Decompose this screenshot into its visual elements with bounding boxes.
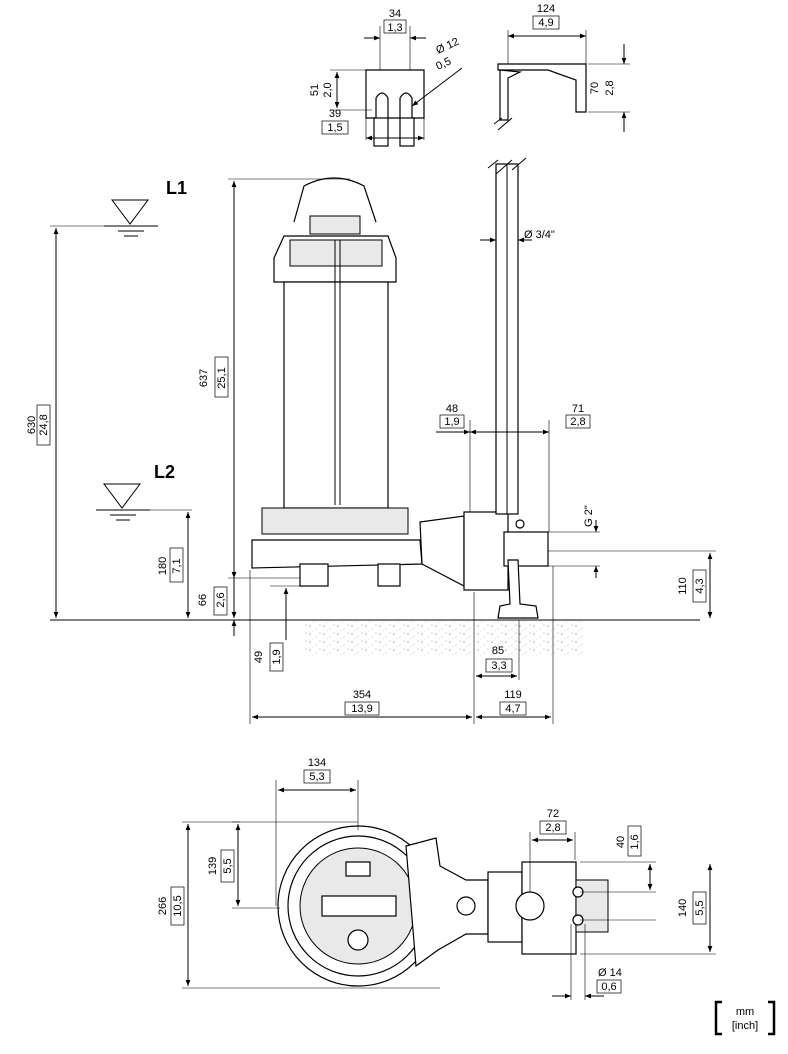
dim-110-inch: 4,3	[694, 578, 706, 593]
dim-266-inch: 10,5	[172, 895, 184, 916]
dim-71-mm: 71	[572, 403, 584, 415]
dim-124-mm: 124	[537, 3, 555, 15]
dim-134-mm: 134	[308, 757, 326, 769]
dim-124-inch: 4,9	[538, 17, 553, 29]
dim-70-inch: 2,8	[604, 80, 616, 95]
bracket-front-view	[365, 26, 425, 147]
dim-140-inch: 5,5	[694, 900, 706, 915]
dim-48-inch: 1,9	[444, 416, 459, 428]
bracket-side-view	[493, 30, 587, 131]
foundation	[305, 621, 585, 655]
dim-180-mm: 180	[157, 557, 169, 575]
dim-139-mm: 139	[207, 857, 219, 875]
dim-354-inch: 13,9	[351, 703, 372, 715]
dim-34-inch: 1,3	[387, 22, 402, 34]
dim-85-inch: 3,3	[491, 660, 506, 672]
dim-51-inch: 2,0	[322, 82, 334, 97]
dim-134-inch: 5,3	[309, 771, 324, 783]
dim-354-mm: 354	[353, 689, 371, 701]
water-level-l1: L1	[104, 178, 187, 237]
pump-elevation	[251, 157, 549, 619]
dim-39-mm: 39	[329, 108, 341, 120]
label-l2: L2	[154, 462, 175, 482]
dim-48-mm: 48	[446, 403, 458, 415]
dim-49-mm: 49	[253, 651, 265, 663]
dim-637-mm: 637	[198, 369, 210, 387]
pipe-diameter-label: Ø 3/4"	[524, 229, 555, 241]
unit-mm: mm	[736, 1006, 754, 1018]
dim-71-inch: 2,8	[570, 416, 585, 428]
dim-180-inch: 7,1	[171, 558, 183, 573]
label-l1: L1	[166, 178, 187, 198]
water-level-l2: L2	[96, 462, 175, 521]
hole-dia-top-inch: 0,5	[434, 55, 453, 72]
dim-139-inch: 5,5	[222, 858, 234, 873]
dim-49-inch: 1,9	[271, 649, 283, 664]
dim-119-mm: 119	[504, 689, 522, 701]
dim-70-mm: 70	[589, 82, 601, 94]
dim-34-mm: 34	[389, 8, 401, 20]
dim-51-mm: 51	[309, 84, 321, 96]
dim-630-inch: 24,8	[38, 414, 50, 435]
dim-85-mm: 85	[492, 645, 504, 657]
dim-66-inch: 2,6	[215, 592, 227, 607]
dim-266-mm: 266	[157, 897, 169, 915]
dim-637-inch: 25,1	[216, 367, 228, 388]
dim-140-mm: 140	[677, 899, 689, 917]
hole-dia-bottom-inch: 0,6	[601, 981, 616, 993]
pump-plan-view	[277, 825, 609, 987]
dim-72-inch: 2,8	[545, 822, 560, 834]
dim-40-mm: 40	[615, 836, 627, 848]
dim-40-inch: 1,6	[629, 834, 641, 849]
thread-label: G 2"	[583, 505, 595, 527]
dim-630-mm: 630	[26, 416, 38, 434]
unit-inch: [inch]	[732, 1020, 758, 1032]
dim-119-inch: 4,7	[505, 703, 520, 715]
dim-72-mm: 72	[547, 808, 559, 820]
units-legend: mm [inch]	[714, 1000, 776, 1036]
hole-dia-top: Ø 12	[434, 36, 461, 57]
dim-39-inch: 1,5	[327, 122, 342, 134]
hole-dia-bottom: Ø 14	[598, 967, 622, 979]
dim-66-mm: 66	[197, 594, 209, 606]
dim-110-mm: 110	[677, 577, 689, 595]
